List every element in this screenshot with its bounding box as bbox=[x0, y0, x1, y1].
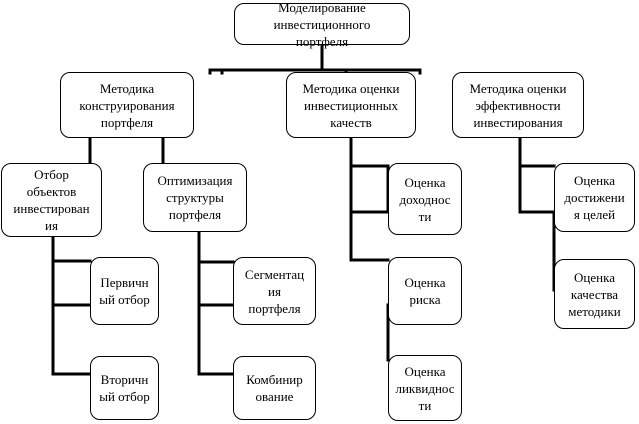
goals-label: Оценка достижени я целей bbox=[564, 173, 625, 222]
risk-node: Оценка риска bbox=[388, 257, 462, 325]
segmentation-label: Сегментац ия портфеля bbox=[244, 266, 305, 316]
selection-label: Отбор объектов инвестирован ия bbox=[13, 167, 90, 233]
efficiency-method-node: Методика оценки эффективности инвестиров… bbox=[452, 72, 584, 138]
liquidity-label: Оценка ликвиднос ти bbox=[395, 363, 455, 413]
root-label: Моделирование инвестиционного портфеля bbox=[273, 0, 371, 49]
connector-root-construction bbox=[208, 68, 224, 75]
connector-optimization-leaves bbox=[197, 229, 235, 376]
optimization-label: Оптимизация структуры портфеля bbox=[157, 173, 233, 222]
connector-efficiency-leaves bbox=[518, 135, 556, 292]
liquidity-node: Оценка ликвиднос ти bbox=[388, 355, 462, 421]
primary-selection-label: Первичн ый отбор bbox=[99, 275, 150, 307]
profitability-label: Оценка доходнос ти bbox=[399, 174, 451, 224]
quality-method-label: Методика оценки инвестиционных качеств bbox=[302, 80, 400, 130]
segmentation-node: Сегментац ия портфеля bbox=[233, 257, 316, 325]
construction-method-label: Методика конструирования портфеля bbox=[79, 80, 175, 130]
secondary-selection-label: Вторичн ый отбор bbox=[99, 372, 150, 404]
quality-method-node: Методика оценки инвестиционных качеств bbox=[286, 72, 416, 138]
selection-node: Отбор объектов инвестирован ия bbox=[1, 163, 102, 237]
construction-method-node: Методика конструирования портфеля bbox=[60, 72, 194, 138]
method-quality-label: Оценка качества методики bbox=[568, 269, 621, 319]
secondary-selection-node: Вторичн ый отбор bbox=[90, 356, 159, 420]
optimization-node: Оптимизация структуры портфеля bbox=[143, 163, 247, 232]
goals-node: Оценка достижени я целей bbox=[554, 163, 635, 232]
combination-node: Комбинир ование bbox=[233, 356, 316, 420]
method-quality-node: Оценка качества методики bbox=[554, 259, 635, 329]
connector-selection-leaves bbox=[51, 234, 92, 376]
efficiency-method-label: Методика оценки эффективности инвестиров… bbox=[469, 80, 567, 130]
connector-quality-leaves bbox=[349, 135, 390, 362]
connector-construction-children bbox=[88, 135, 165, 165]
combination-label: Комбинир ование bbox=[246, 372, 303, 404]
root-node: Моделирование инвестиционного портфеля bbox=[234, 0, 410, 49]
risk-label: Оценка риска bbox=[404, 275, 446, 307]
primary-selection-node: Первичн ый отбор bbox=[90, 257, 159, 325]
profitability-node: Оценка доходнос ти bbox=[388, 163, 462, 235]
